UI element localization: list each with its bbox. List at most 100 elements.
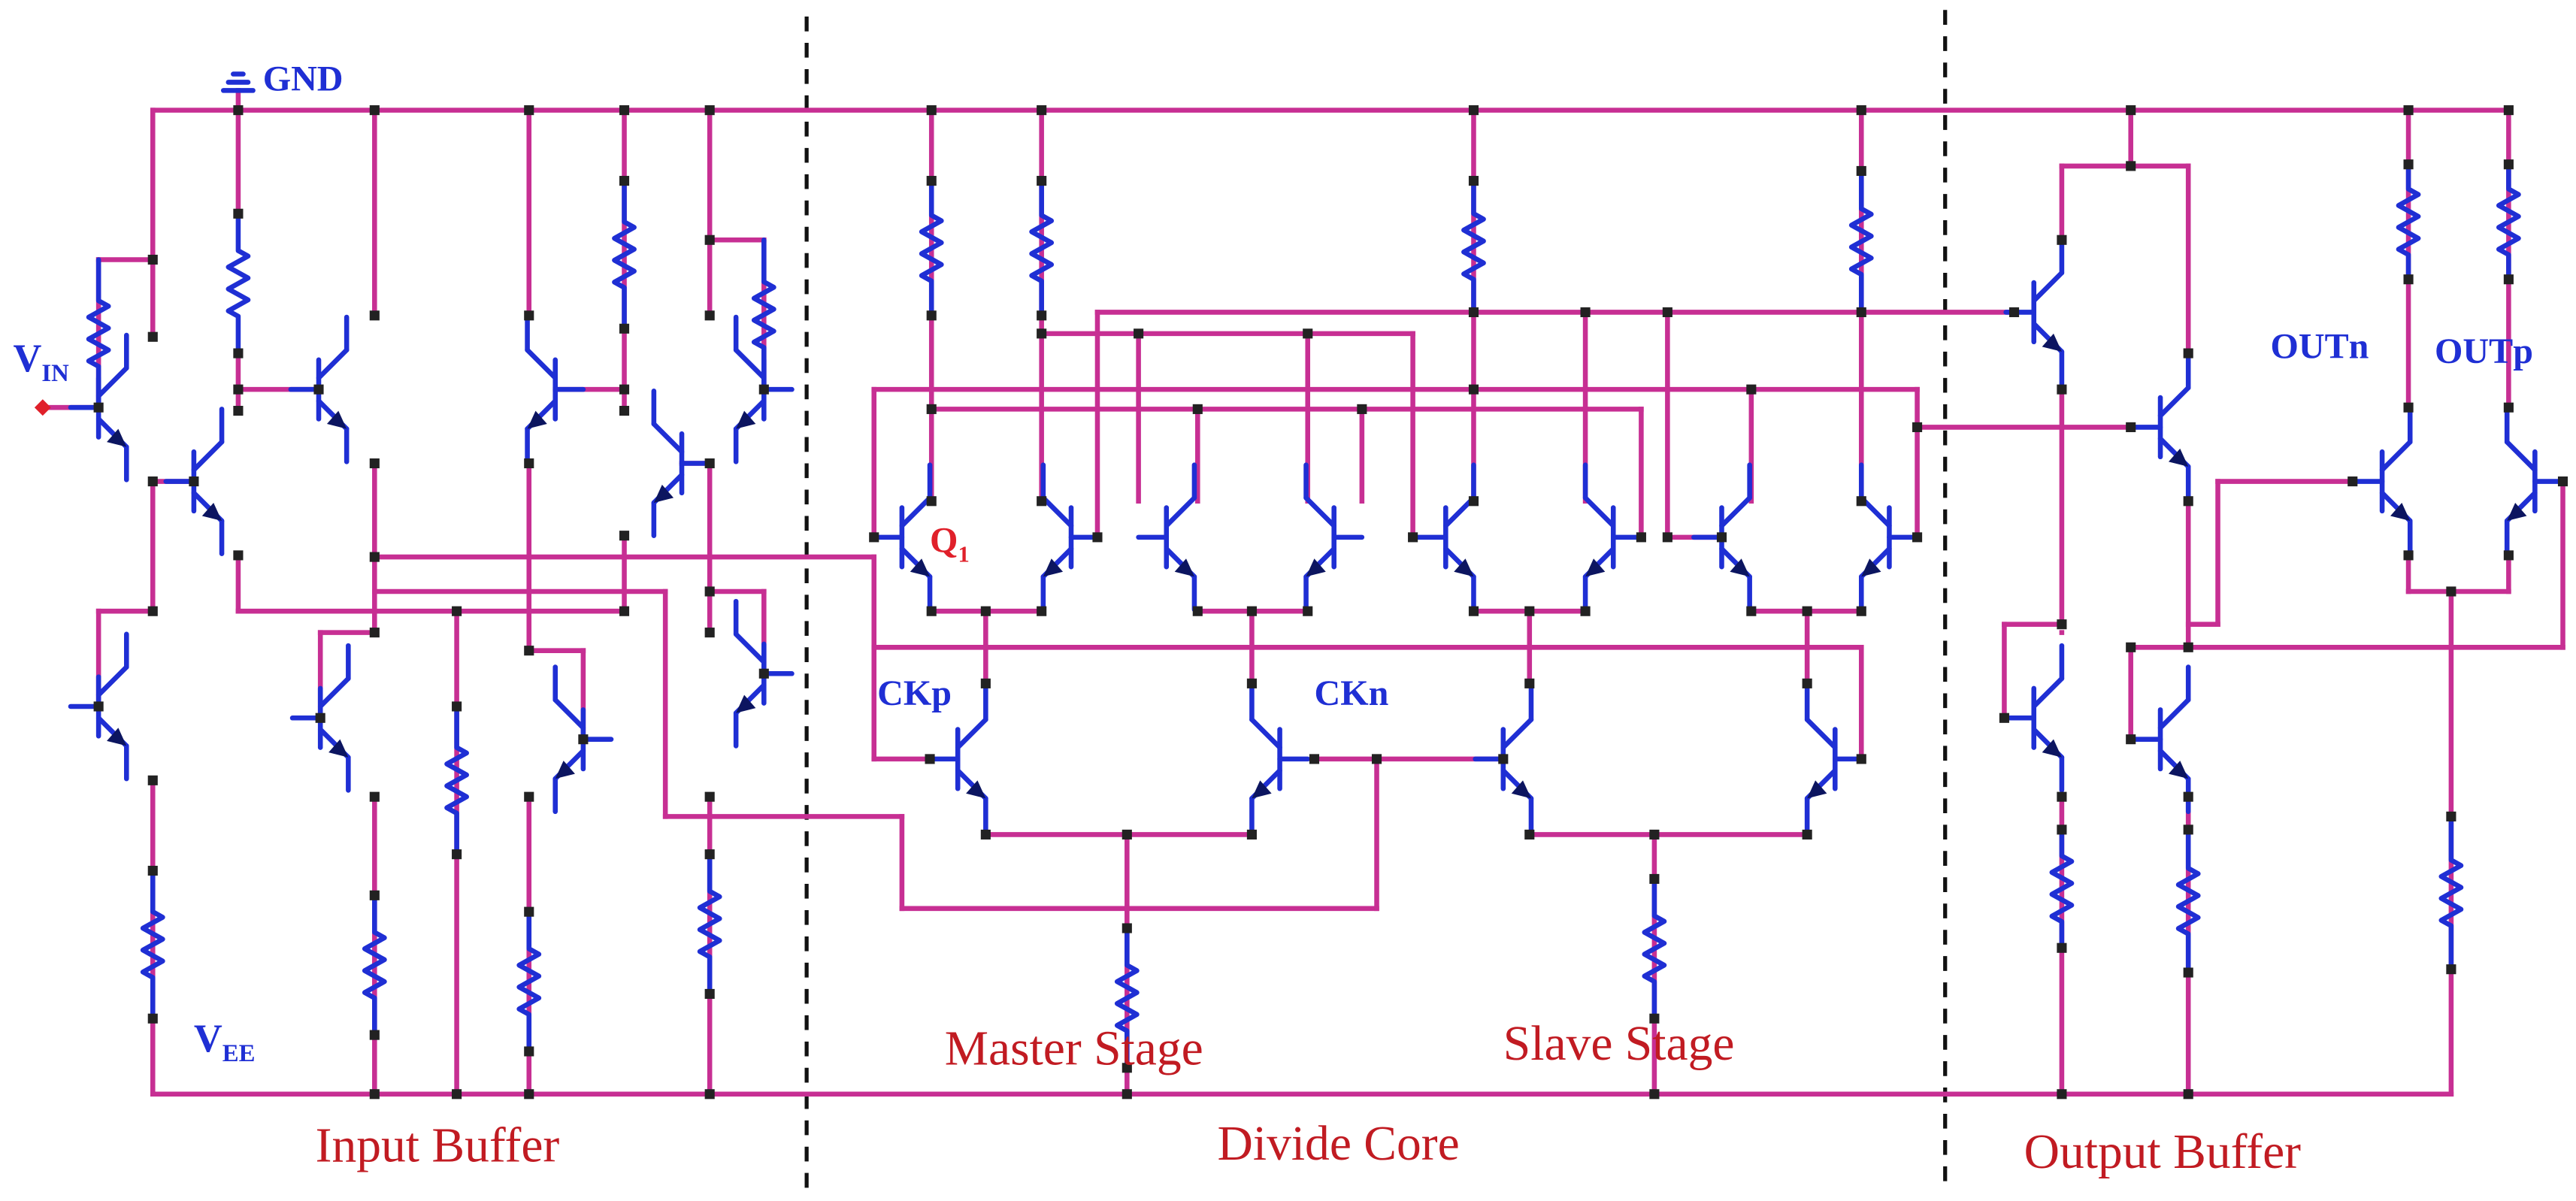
output-buffer-wiring [2002, 107, 2565, 1097]
junction-node [980, 678, 991, 688]
output-buffer-label: Output Buffer [2024, 1125, 2302, 1179]
junction-node [369, 1089, 380, 1100]
vee-label: VEE [194, 1017, 256, 1067]
junction-node [1524, 606, 1535, 616]
junction-node [1468, 496, 1479, 507]
slave-stage-label: Slave Stage [1503, 1017, 1735, 1071]
junction-node [1912, 422, 1923, 432]
junction-node [452, 849, 462, 860]
junction-node [2057, 942, 2067, 953]
divide-core-label: Divide Core [1218, 1117, 1460, 1171]
junction-node [1408, 532, 1418, 543]
npn-transistor-icon [1582, 462, 1644, 613]
junction-node [1468, 307, 1479, 317]
junction-node [147, 775, 158, 785]
resistor-symbol [1029, 178, 1055, 319]
npn-transistor-icon [871, 462, 933, 613]
junction-node [1649, 1013, 1660, 1024]
npn-transistor-icon [1136, 462, 1197, 613]
junction-node [233, 550, 244, 561]
junction-node [704, 849, 715, 860]
resistor-symbol [2496, 162, 2521, 282]
junction-node [2057, 384, 2067, 395]
junction-node [926, 105, 937, 116]
junction-node [1636, 532, 1646, 543]
npn-transistor-icon [651, 389, 713, 538]
junction-node [2057, 234, 2067, 245]
junction-node [452, 701, 462, 712]
junction-node [2403, 402, 2414, 413]
junction-node [2503, 274, 2514, 285]
junction-node [233, 105, 244, 116]
ckp-label: CKp [877, 673, 952, 713]
junction-node [1649, 1089, 1660, 1100]
npn-transistor-icon [927, 684, 988, 834]
junction-node [2183, 1089, 2193, 1100]
resistor-symbol [919, 178, 944, 319]
junction-node [1037, 496, 1047, 507]
junction-node [1524, 678, 1535, 688]
junction-node [1122, 1089, 1132, 1100]
junction-node [2557, 476, 2568, 487]
junction-node [2126, 422, 2136, 432]
junction-node [1746, 606, 1757, 616]
junction-node [1580, 307, 1591, 317]
junction-node [369, 310, 380, 321]
junction-node [1192, 606, 1203, 616]
junction-node [619, 105, 630, 116]
junction-node [2183, 824, 2193, 835]
junction-node [619, 531, 630, 541]
junction-node [233, 406, 244, 416]
resistor-symbol [2396, 162, 2421, 282]
junction-node [926, 176, 937, 186]
junction-node [524, 458, 534, 469]
junction-node [1246, 678, 1257, 688]
transistors [68, 237, 2565, 834]
junction-node [2057, 1089, 2067, 1100]
junction-node [2403, 105, 2414, 116]
npn-transistor-icon [2130, 664, 2191, 815]
npn-transistor-icon [733, 598, 795, 749]
junction-node [2126, 161, 2136, 171]
junction-node [1303, 328, 1313, 339]
junction-node [1802, 606, 1812, 616]
junction-node [925, 754, 935, 764]
junction-node [2126, 105, 2136, 116]
junction-node [2183, 496, 2193, 507]
npn-transistor-icon [2003, 237, 2065, 387]
resistor-symbol [2175, 827, 2201, 976]
resistor-symbol [1848, 168, 1874, 315]
junction-node [704, 988, 715, 1000]
resistor-symbol [444, 703, 469, 857]
npn-transistor-icon [2130, 352, 2191, 502]
junction-node [147, 606, 158, 616]
junction-node [1309, 754, 1320, 764]
junction-node [2183, 642, 2193, 652]
master-stage-label: Master Stage [945, 1021, 1203, 1075]
junction-node [369, 552, 380, 562]
junction-node [2446, 586, 2456, 597]
junction-node [1662, 307, 1672, 317]
junction-node [524, 105, 534, 116]
junction-node [926, 496, 937, 507]
junction-node [2403, 550, 2414, 561]
junction-node [2403, 159, 2414, 170]
junction-node [704, 105, 715, 116]
q1-label: Q1 [930, 521, 970, 567]
junction-node [1037, 606, 1047, 616]
junction-node [1802, 829, 1812, 840]
junction-node [704, 1089, 715, 1100]
junction-nodes [93, 105, 2568, 1100]
resistor-symbol [2049, 827, 2075, 951]
junction-node [524, 1046, 534, 1057]
junction-node [2403, 274, 2414, 285]
resistor-symbol [140, 868, 165, 1021]
junction-node [233, 384, 244, 395]
junction-node [1856, 606, 1866, 616]
divide-core-wiring [871, 107, 2133, 1097]
junction-node [1134, 328, 1144, 339]
junction-node [980, 606, 991, 616]
junction-node [2446, 964, 2456, 975]
resistor-symbol [2438, 814, 2464, 972]
